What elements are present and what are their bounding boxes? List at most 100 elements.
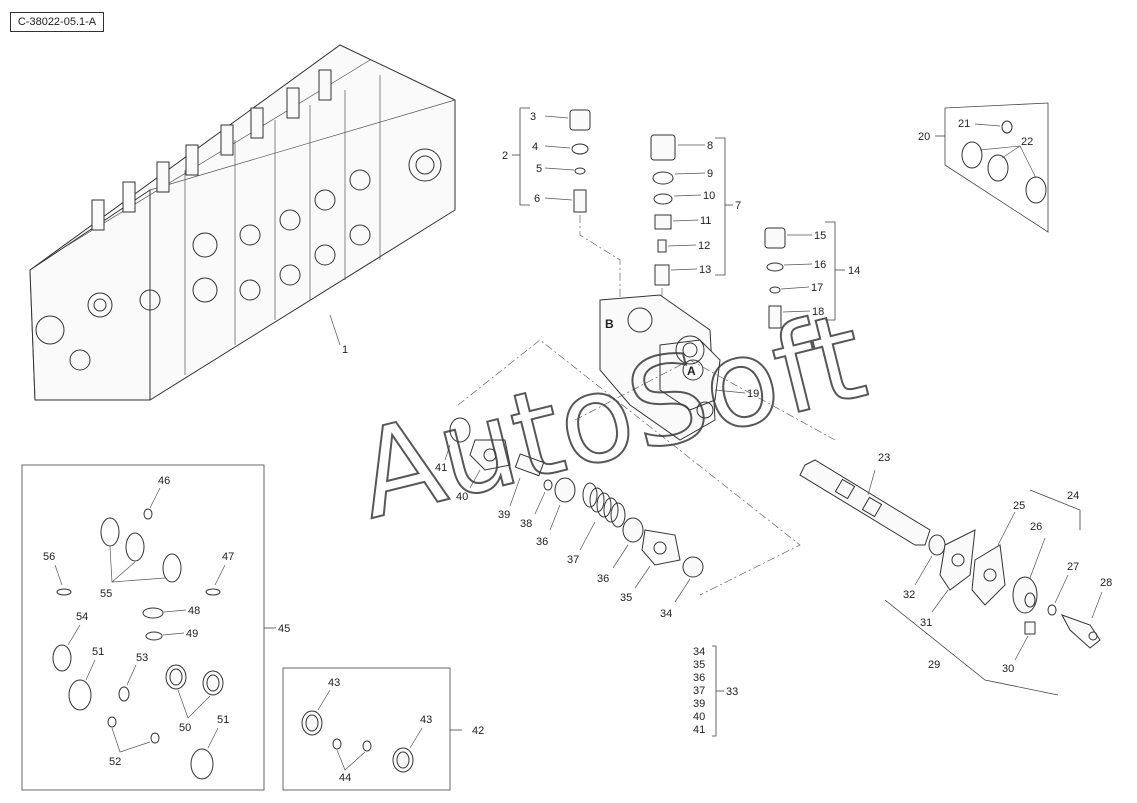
- part-52-o-ring-a: [107, 716, 117, 728]
- callout-11: 11: [700, 215, 711, 227]
- part-5-washer: [574, 167, 586, 175]
- callout-13: 13: [699, 264, 711, 276]
- part-3-cap: [569, 109, 591, 131]
- svg-text:34: 34: [693, 646, 705, 658]
- callout-43b: 43: [420, 714, 432, 726]
- callout-51a: 51: [92, 646, 104, 658]
- callout-24: 24: [1067, 490, 1079, 502]
- callout-52: 52: [109, 756, 121, 768]
- callout-45: 45: [278, 623, 290, 635]
- part-30-screw: [1024, 621, 1036, 635]
- part-44-o-ring-a: [332, 738, 342, 750]
- part-28-clevis: [1060, 614, 1101, 649]
- svg-text:41: 41: [693, 724, 705, 736]
- part-46-o-ring: [143, 508, 153, 520]
- part-50-seal-a: [165, 664, 187, 690]
- callout-40: 40: [456, 491, 468, 503]
- callout-56: 56: [43, 551, 55, 563]
- callout-16: 16: [814, 259, 826, 271]
- callout-37: 37: [567, 554, 579, 566]
- callout-17: 17: [811, 282, 823, 294]
- part-56-o-ring: [56, 588, 72, 596]
- part-38-o-ring: [543, 479, 553, 491]
- callout-36a: 36: [536, 536, 548, 548]
- callout-47: 47: [222, 551, 234, 563]
- part-15-cap: [764, 227, 786, 249]
- callout-39: 39: [498, 509, 510, 521]
- callout-1: 1: [342, 344, 348, 356]
- callout-30: 30: [1002, 663, 1014, 675]
- callout-20: 20: [918, 131, 930, 143]
- callout-41: 41: [435, 462, 447, 474]
- svg-text:36: 36: [693, 672, 705, 684]
- callout-3: 3: [530, 111, 536, 123]
- callout-48: 48: [188, 605, 200, 617]
- callout-35: 35: [620, 592, 632, 604]
- part-50-seal-b: [202, 670, 224, 696]
- callout-38: 38: [520, 518, 532, 530]
- seal-kit-42-frame: [282, 667, 451, 791]
- callout-21: 21: [958, 118, 970, 130]
- callout-23: 23: [878, 452, 890, 464]
- callout-4: 4: [532, 141, 538, 153]
- callout-22: 22: [1021, 136, 1033, 148]
- callout-10: 10: [703, 190, 715, 202]
- part-35-cover: [641, 529, 681, 566]
- part-17-washer: [769, 286, 781, 294]
- svg-text:39: 39: [693, 698, 705, 710]
- part-36-spring-seat-a: [554, 477, 576, 503]
- callout-8: 8: [707, 140, 713, 152]
- callout-32: 32: [903, 589, 915, 601]
- part-51-o-ring-b: [190, 748, 214, 780]
- callout-54: 54: [76, 611, 88, 623]
- callout-49: 49: [186, 628, 198, 640]
- callout-25: 25: [1013, 500, 1025, 512]
- part-4-o-ring: [571, 143, 589, 155]
- part-37-spring: [582, 482, 626, 528]
- part-27-o-ring: [1047, 604, 1057, 616]
- callout-28: 28: [1100, 577, 1112, 589]
- callout-5: 5: [536, 163, 542, 175]
- part-53-o-ring: [118, 686, 130, 702]
- part-39-plug: [514, 453, 545, 477]
- callout-46: 46: [158, 475, 170, 487]
- part-6-spring-cartridge: [573, 189, 587, 213]
- callout-9: 9: [707, 168, 713, 180]
- part-23-spool: [799, 459, 931, 546]
- part-47-o-ring: [205, 588, 221, 596]
- part-54-o-ring: [52, 644, 72, 672]
- part-43-seal-a: [301, 710, 323, 736]
- part-31-plate: [939, 529, 976, 591]
- part-26-housing: [1012, 576, 1038, 614]
- part-22-o-ring-a: [961, 141, 983, 169]
- callout-27: 27: [1067, 561, 1079, 573]
- callout-12: 12: [698, 240, 710, 252]
- svg-text:37: 37: [693, 685, 705, 697]
- part-49-o-ring: [145, 631, 163, 641]
- part-34-seal: [682, 556, 704, 578]
- callout-19: 19: [747, 388, 759, 400]
- port-a-label: A: [687, 364, 696, 378]
- part-9-o-ring: [652, 171, 674, 185]
- part-25-cover-plate: [971, 544, 1006, 606]
- kit-33-part-list: 34 35 36 37 39 40 41: [693, 645, 724, 737]
- part-40-flange: [469, 439, 511, 471]
- callout-15: 15: [814, 230, 826, 242]
- callout-14: 14: [848, 265, 860, 277]
- callout-7: 7: [735, 200, 741, 212]
- callout-34: 34: [660, 608, 672, 620]
- callout-18: 18: [812, 306, 824, 318]
- part-16-o-ring: [766, 262, 784, 272]
- callout-6: 6: [534, 193, 540, 205]
- valve-section-housing: A B: [599, 294, 721, 441]
- callout-33: 33: [726, 686, 738, 698]
- part-43-seal-b: [392, 747, 414, 773]
- callout-2: 2: [502, 150, 508, 162]
- callout-36b: 36: [597, 573, 609, 585]
- callout-31: 31: [920, 617, 932, 629]
- port-b-label: B: [605, 317, 614, 331]
- part-48-o-ring: [142, 607, 164, 619]
- part-10-o-ring: [653, 193, 673, 205]
- figure-code: C-38022-05.1-A: [10, 12, 104, 32]
